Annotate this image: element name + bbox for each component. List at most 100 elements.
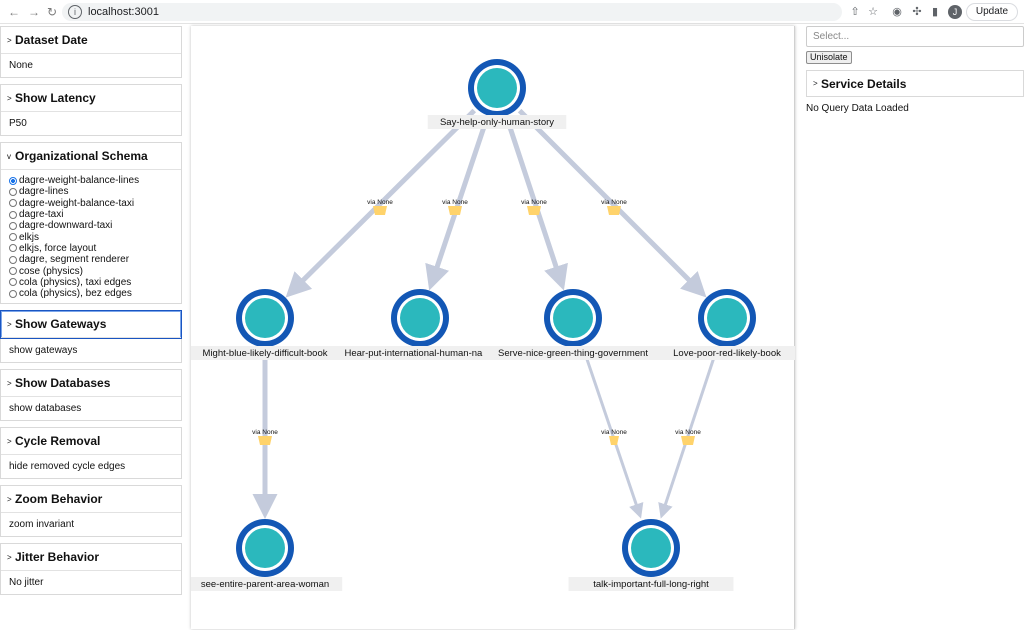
forward-icon[interactable]: →	[28, 5, 40, 19]
schema-option-label: dagre-taxi	[19, 209, 64, 221]
schema-option[interactable]: dagre-weight-balance-taxi	[9, 198, 177, 209]
service-select[interactable]: Select...	[806, 26, 1024, 47]
chevron-right-icon: >	[7, 378, 12, 388]
node-label: talk-important-full-long-right	[593, 579, 709, 590]
service-node-core[interactable]	[477, 68, 517, 108]
chevron-right-icon: >	[7, 319, 12, 329]
radio-button[interactable]	[9, 233, 17, 242]
graph-edge[interactable]	[658, 347, 719, 519]
graph-edge[interactable]	[425, 117, 490, 291]
chevron-right-icon: >	[7, 35, 12, 45]
schema-option[interactable]: cola (physics), bez edges	[9, 288, 177, 299]
organizational-schema-panel: v Organizational Schema dagre-weight-bal…	[0, 142, 182, 305]
node-label-background	[657, 346, 795, 360]
site-info-icon[interactable]: i	[68, 5, 82, 19]
service-node-core[interactable]	[245, 298, 285, 338]
schema-option-label: elkjs	[19, 231, 40, 243]
jitter-behavior-header[interactable]: > Jitter Behavior	[1, 544, 181, 572]
node-label-background	[427, 115, 567, 129]
chevron-right-icon: >	[7, 436, 12, 446]
reload-icon[interactable]: ↻	[46, 5, 58, 19]
bookmark-star-icon[interactable]: ☆	[868, 6, 878, 18]
show-gateways-body: show gateways	[0, 339, 182, 364]
edge-midpoint-marker[interactable]	[448, 206, 462, 215]
edge-midpoint-marker[interactable]	[681, 436, 695, 445]
chevron-down-icon: v	[7, 151, 11, 161]
edge-label: via None	[675, 429, 701, 436]
show-databases-header[interactable]: > Show Databases	[1, 370, 181, 398]
dataset-date-value: None	[9, 60, 33, 71]
service-node-core[interactable]	[245, 528, 285, 568]
radio-button[interactable]	[9, 221, 17, 230]
edge-midpoint-marker[interactable]	[607, 206, 621, 215]
edge-label: via None	[367, 199, 393, 206]
panel-title: Show Databases	[15, 376, 111, 391]
update-button[interactable]: Update	[966, 3, 1018, 21]
schema-option[interactable]: dagre-taxi	[9, 209, 177, 220]
side-panel-icon[interactable]: ▮	[931, 6, 939, 18]
radio-button[interactable]	[9, 267, 17, 276]
dataset-date-header[interactable]: > Dataset Date	[1, 27, 181, 54]
graph-edge[interactable]	[581, 347, 644, 519]
service-node-core[interactable]	[631, 528, 671, 568]
edge-midpoint-marker[interactable]	[373, 206, 387, 215]
panel-title: Jitter Behavior	[15, 550, 100, 565]
service-node-core[interactable]	[553, 298, 593, 338]
service-node-core[interactable]	[707, 298, 747, 338]
schema-option-label: elkjs, force layout	[19, 242, 97, 254]
cycle-removal-header[interactable]: > Cycle Removal	[1, 428, 181, 456]
show-gateways-panel: > Show Gateways	[0, 310, 182, 340]
address-bar[interactable]: i localhost:3001	[62, 3, 842, 21]
node-label-background	[191, 346, 353, 360]
schema-option[interactable]: dagre-weight-balance-lines	[9, 175, 177, 186]
back-icon[interactable]: ←	[8, 5, 20, 19]
puzzle-extensions-icon[interactable]: ✣	[912, 6, 922, 18]
radio-button[interactable]	[9, 176, 17, 185]
zoom-behavior-value: zoom invariant	[9, 519, 75, 531]
panel-title: Cycle Removal	[15, 434, 101, 449]
schema-option[interactable]: elkjs	[9, 231, 177, 243]
share-icon[interactable]: ⇧	[850, 6, 860, 18]
edge-midpoint-marker[interactable]	[258, 436, 272, 445]
details-panel: Select... Unisolate > Service Details No…	[806, 26, 1024, 114]
panel-title: Zoom Behavior	[15, 492, 103, 507]
schema-option[interactable]: cose (physics)	[9, 265, 177, 277]
schema-option[interactable]: elkjs, force layout	[9, 243, 177, 254]
radio-button[interactable]	[9, 255, 17, 264]
schema-option-label: dagre, segment renderer	[19, 254, 130, 266]
schema-option[interactable]: dagre-downward-taxi	[9, 220, 177, 231]
profile-avatar[interactable]: J	[948, 5, 962, 19]
chevron-right-icon: >	[7, 552, 12, 562]
schema-option[interactable]: dagre, segment renderer	[9, 254, 177, 265]
radio-button[interactable]	[9, 187, 17, 196]
extension-icon[interactable]: ◉	[892, 6, 902, 18]
edge-label: via None	[521, 199, 547, 206]
cycle-removal-value: hide removed cycle edges	[9, 461, 126, 473]
radio-button[interactable]	[9, 289, 17, 298]
radio-button[interactable]	[9, 278, 17, 287]
radio-button[interactable]	[9, 199, 17, 208]
graph-edge[interactable]	[285, 108, 477, 298]
schema-option-label: cola (physics), bez edges	[19, 288, 132, 300]
graph-edge[interactable]	[504, 117, 568, 291]
zoom-behavior-header[interactable]: > Zoom Behavior	[1, 486, 181, 514]
node-label: see-entire-parent-area-woman	[201, 579, 329, 590]
organizational-schema-header[interactable]: v Organizational Schema	[1, 143, 181, 170]
edge-label: via None	[601, 429, 627, 436]
show-gateways-header[interactable]: > Show Gateways	[1, 311, 181, 339]
show-latency-header[interactable]: > Show Latency	[1, 85, 181, 112]
graph-edge[interactable]	[517, 108, 707, 298]
unisolate-button[interactable]: Unisolate	[806, 51, 852, 64]
radio-button[interactable]	[9, 210, 17, 219]
service-details-header[interactable]: > Service Details	[806, 70, 1024, 97]
edge-midpoint-marker[interactable]	[609, 436, 619, 445]
schema-option[interactable]: dagre-lines	[9, 186, 177, 197]
radio-button[interactable]	[9, 244, 17, 253]
service-node-core[interactable]	[400, 298, 440, 338]
node-label: Love-poor-red-likely-book	[673, 348, 781, 359]
edge-midpoint-marker[interactable]	[527, 206, 541, 215]
schema-option[interactable]: cola (physics), taxi edges	[9, 277, 177, 288]
service-details-title: Service Details	[821, 76, 907, 91]
schema-option-label: cose (physics)	[19, 265, 83, 277]
